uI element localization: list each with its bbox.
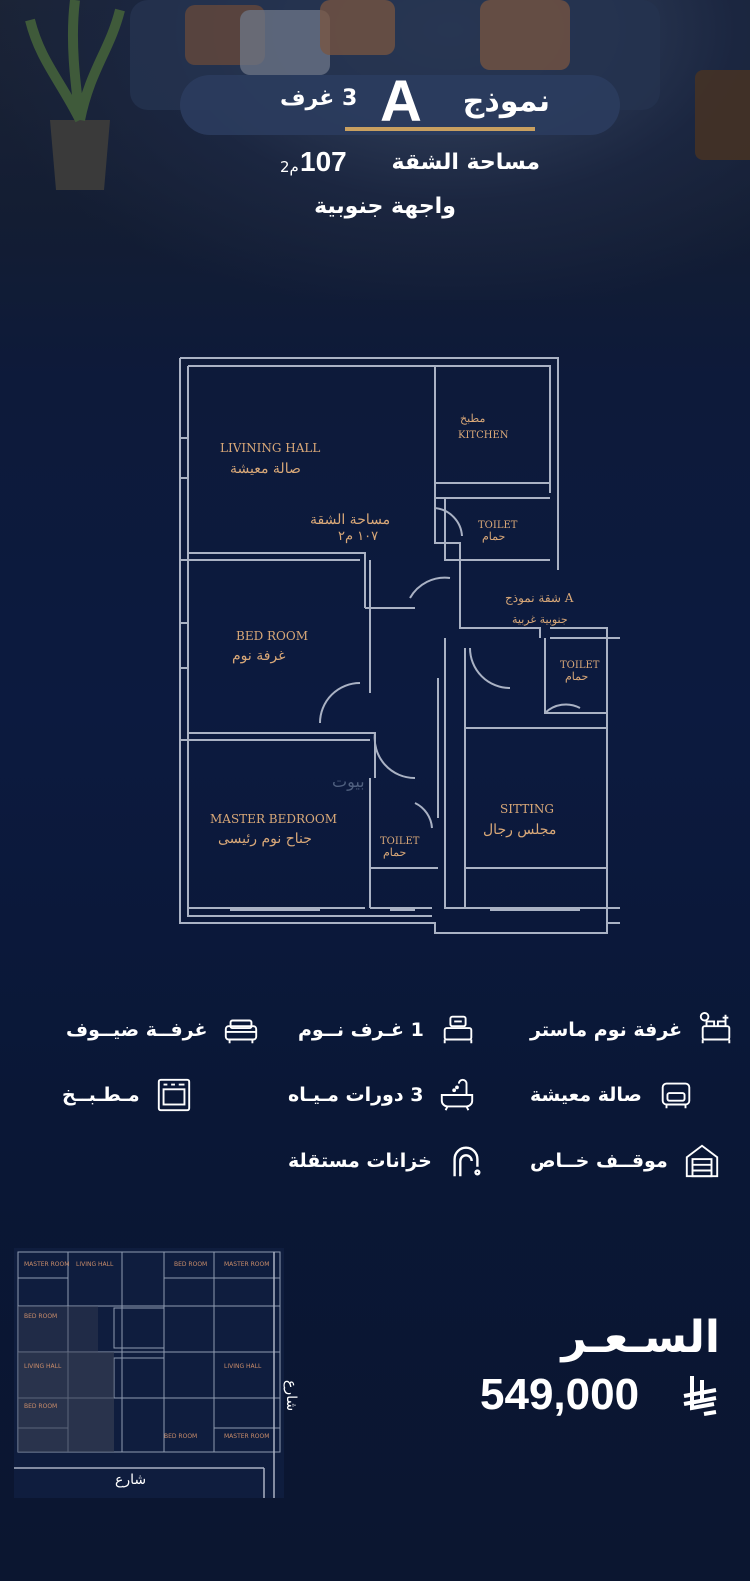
living-label-ar: صالة معيشة <box>230 461 301 477</box>
toilet2-label-en: TOILET <box>560 660 600 671</box>
svg-text:MASTER ROOM: MASTER ROOM <box>224 1261 269 1268</box>
bed-icon <box>438 1010 478 1050</box>
pillow-image <box>480 0 570 70</box>
svg-text:MASTER ROOM: MASTER ROOM <box>24 1261 69 1268</box>
feature-bedrooms: 1 غـرف نــوم <box>298 1005 478 1055</box>
svg-text:LIVING HALL: LIVING HALL <box>24 1363 62 1370</box>
svg-text:LIVING HALL: LIVING HALL <box>76 1261 114 1268</box>
feature-label: صالة معيشة <box>530 1084 642 1106</box>
area-value-plan: ١٠٧ م٢ <box>338 529 378 544</box>
svg-text:BED ROOM: BED ROOM <box>174 1261 207 1268</box>
bedroom-label-en: BED ROOM <box>236 629 308 643</box>
svg-text:LIVING HALL: LIVING HALL <box>224 1363 262 1370</box>
model-word: نموذج <box>462 84 550 119</box>
floor-plan: LIVINING HALL صالة معيشة مطبخ KITCHEN مس… <box>170 348 631 938</box>
watermark-logo: بيوت <box>332 772 365 791</box>
toilet-label-en: TOILET <box>478 520 518 531</box>
toilet2-label-ar: حمام <box>565 670 588 683</box>
feature-label: خزانات مستقلة <box>288 1150 432 1172</box>
model-title: نموذج A 3 غرف <box>270 69 550 136</box>
svg-text:MASTER ROOM: MASTER ROOM <box>224 1433 269 1440</box>
svg-text:BED ROOM: BED ROOM <box>164 1433 197 1440</box>
feature-label: مـطـبــخ <box>62 1084 140 1106</box>
pillow-image <box>320 0 395 55</box>
bathtub-icon <box>437 1075 477 1115</box>
sitting-label-en: SITTING <box>500 802 554 816</box>
master-bed-icon <box>696 1010 736 1050</box>
price-number: 549,000 <box>480 1370 640 1419</box>
kitchen-label-en: KITCHEN <box>458 430 509 441</box>
area-label: مساحة الشقة <box>391 150 541 175</box>
svg-text:BED ROOM: BED ROOM <box>24 1403 57 1410</box>
area-row: مساحة الشقة 107 2م <box>280 146 540 186</box>
site-street-bottom: شارع <box>0 1468 290 1508</box>
sitting-label-ar: مجلس رجال <box>483 822 556 838</box>
svg-text:BED ROOM: BED ROOM <box>24 1313 57 1320</box>
price-label: السـعـر <box>561 1312 720 1363</box>
site-plan: MASTER ROOM LIVING HALL BED ROOM MASTER ROO… <box>14 1248 284 1498</box>
toilet-label-ar: حمام <box>482 530 505 543</box>
feature-label: غرفــة ضيــوف <box>66 1019 208 1041</box>
garage-icon <box>682 1141 722 1181</box>
sofa-seat-image <box>180 75 620 135</box>
feature-parking: موقــف خــاص <box>530 1136 722 1186</box>
feature-label: 3 دورات مـيـاه <box>288 1084 424 1106</box>
feature-master-bedroom: غرفة نوم ماستر <box>530 1005 736 1055</box>
oven-icon <box>154 1075 194 1115</box>
street-label: شارع <box>115 1472 147 1488</box>
bedroom-label-ar: غرفة نوم <box>232 648 286 664</box>
price-value: 549,000 <box>480 1370 720 1426</box>
street-label-side: شارع <box>283 1380 299 1412</box>
rooms-count: 3 غرف <box>280 86 358 111</box>
area-value: 107 <box>300 146 347 177</box>
plant-image <box>25 0 125 190</box>
faucet-icon <box>446 1141 486 1181</box>
toilet3-label-en: TOILET <box>380 836 420 847</box>
feature-label: غرفة نوم ماستر <box>530 1019 683 1041</box>
facade-label-plan: جنوبية غربية <box>512 613 568 626</box>
area-unit: 2م <box>280 158 299 176</box>
pillow-image <box>240 10 330 75</box>
floor-plan-drawing: LIVINING HALL صالة معيشة مطبخ KITCHEN مس… <box>179 357 631 934</box>
master-label-en: MASTER BEDROOM <box>210 812 337 826</box>
feature-bathrooms: 3 دورات مـيـاه <box>288 1070 477 1120</box>
toilet3-label-ar: حمام <box>383 846 406 859</box>
kitchen-label-ar: مطبخ <box>460 412 485 425</box>
sofa-icon <box>221 1010 261 1050</box>
armchair-icon <box>656 1075 696 1115</box>
feature-kitchen: مـطـبــخ <box>62 1070 194 1120</box>
facade-label: واجهة جنوبية <box>314 194 456 219</box>
model-letter: A <box>380 69 422 134</box>
area-label-plan: مساحة الشقة <box>310 512 390 528</box>
feature-guest-room: غرفــة ضيــوف <box>66 1005 261 1055</box>
title-underline <box>345 127 535 131</box>
riyal-icon <box>683 1376 717 1416</box>
feature-label: موقــف خــاص <box>530 1150 668 1172</box>
feature-label: 1 غـرف نــوم <box>298 1019 424 1041</box>
master-label-ar: جناح نوم رئيسى <box>218 831 312 847</box>
feature-tanks: خزانات مستقلة <box>288 1136 486 1186</box>
feature-living-room: صالة معيشة <box>530 1070 696 1120</box>
model-label-plan: شقة نموذج A <box>505 591 574 605</box>
living-label-en: LIVINING HALL <box>220 441 320 455</box>
side-table-image <box>695 70 750 160</box>
